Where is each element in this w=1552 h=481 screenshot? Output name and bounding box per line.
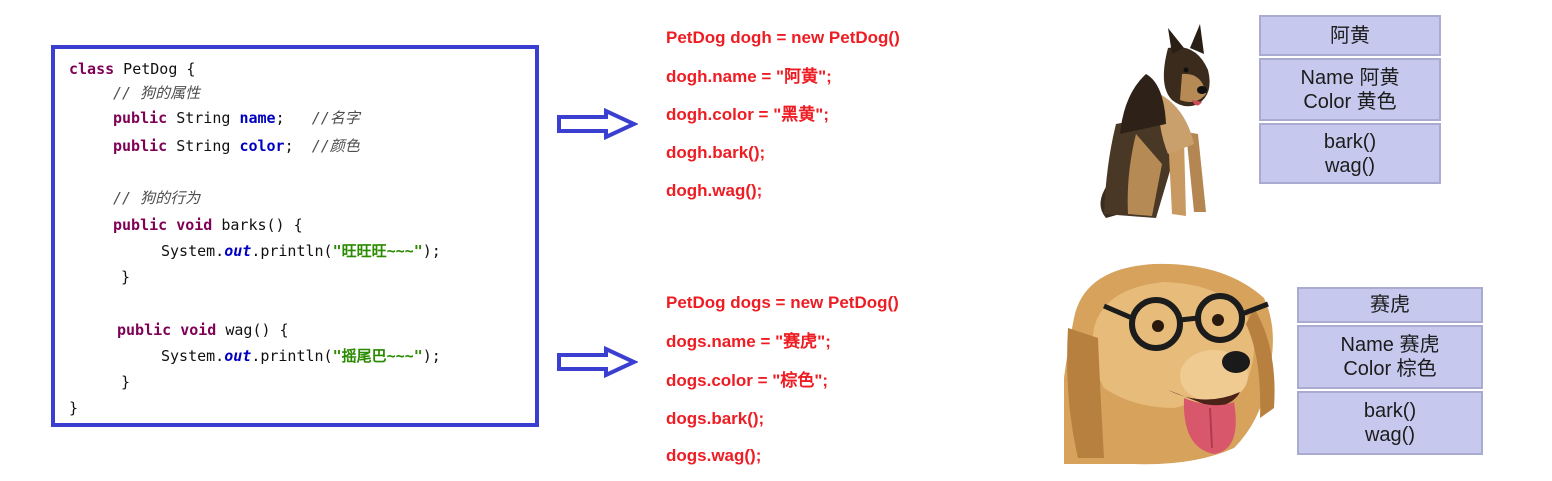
type-string: String	[167, 137, 240, 155]
string-literal-bark: "旺旺旺~~~"	[332, 242, 423, 260]
method-bark: bark()	[1363, 400, 1417, 422]
code-line-barks-signature: public void barks() {	[113, 215, 303, 235]
code-line-wag-body: System.out.println("摇尾巴~~~");	[161, 346, 441, 366]
static-out: out	[224, 347, 252, 365]
keyword-public-void: public void	[117, 321, 217, 339]
keyword-public: public	[113, 137, 168, 155]
attribute-color: Color 棕色	[1343, 358, 1437, 380]
statement-dogh-color: dogh.color = "黑黄";	[666, 105, 829, 124]
statement-dogs-bark: dogs.bark();	[666, 409, 765, 428]
right-arrow-icon	[557, 346, 638, 378]
object-title-cell: 阿黄	[1259, 15, 1441, 56]
method-wag: wag()	[1364, 424, 1415, 446]
println-call: .println(	[251, 242, 333, 260]
statement-dogh-bark: dogh.bark();	[666, 143, 766, 162]
system-ref: System.	[161, 242, 225, 260]
static-out: out	[224, 242, 252, 260]
object-methods-cell: bark() wag()	[1259, 123, 1441, 184]
attribute-color: Color 黄色	[1303, 90, 1397, 113]
comment-behavior: // 狗的行为	[113, 189, 201, 207]
object-attributes-cell: Name 赛虎 Color 棕色	[1297, 325, 1483, 389]
field-color: color	[239, 137, 285, 155]
code-line-name-field: public String name; //名字	[113, 108, 360, 128]
statement-new-dogs: PetDog dogs = new PetDog()	[666, 293, 899, 312]
method-bark: bark()	[1323, 130, 1377, 153]
comment-properties: // 狗的属性	[113, 84, 201, 102]
comment-name: //名字	[311, 109, 360, 127]
method-barks-decl: barks() {	[212, 216, 303, 234]
string-literal-wag: "摇尾巴~~~"	[332, 347, 423, 365]
code-line-wag-signature: public void wag() {	[117, 320, 289, 340]
keyword-public-void: public void	[113, 216, 213, 234]
close-brace-class: }	[69, 399, 79, 417]
system-ref: System.	[161, 347, 225, 365]
statement-new-dogh: PetDog dogh = new PetDog()	[666, 28, 900, 47]
println-call: .println(	[251, 347, 333, 365]
object-title-cell: 赛虎	[1297, 287, 1483, 323]
field-name: name	[239, 109, 276, 127]
keyword-class: class	[69, 60, 115, 78]
attribute-name: Name 阿黄	[1300, 66, 1400, 89]
german-shepherd-image	[1076, 14, 1256, 222]
call-end: );	[422, 242, 441, 260]
class-name: PetDog {	[114, 60, 196, 78]
object-methods-cell: bark() wag()	[1297, 391, 1483, 455]
statement-dogh-wag: dogh.wag();	[666, 181, 763, 200]
statement-dogh-name: dogh.name = "阿黄";	[666, 67, 832, 86]
statement-dogs-color: dogs.color = "棕色";	[666, 371, 829, 390]
call-end: );	[422, 347, 441, 365]
comment-color: //颜色	[311, 137, 360, 155]
code-line-barks-body: System.out.println("旺旺旺~~~");	[161, 241, 441, 261]
close-brace-wag: }	[121, 373, 131, 391]
object-attributes-cell: Name 阿黄 Color 黄色	[1259, 58, 1441, 121]
statement-dogs-name: dogs.name = "赛虎";	[666, 332, 831, 351]
semicolon: ;	[275, 109, 312, 127]
code-line-class-decl: class PetDog {	[69, 59, 195, 79]
object-title: 赛虎	[1370, 294, 1410, 316]
semicolon: ;	[284, 137, 312, 155]
code-line-color-field: public String color; //颜色	[113, 136, 360, 156]
method-wag: wag()	[1324, 154, 1375, 177]
type-string: String	[167, 109, 240, 127]
golden-retriever-image	[1064, 258, 1284, 466]
right-arrow-icon	[557, 108, 638, 140]
statement-dogs-wag: dogs.wag();	[666, 446, 762, 465]
keyword-public: public	[113, 109, 168, 127]
close-brace-barks: }	[121, 268, 131, 286]
code-box: class PetDog { // 狗的属性 public String nam…	[51, 45, 539, 427]
method-wag-decl: wag() {	[216, 321, 289, 339]
object-title: 阿黄	[1330, 24, 1370, 47]
attribute-name: Name 赛虎	[1340, 334, 1440, 356]
